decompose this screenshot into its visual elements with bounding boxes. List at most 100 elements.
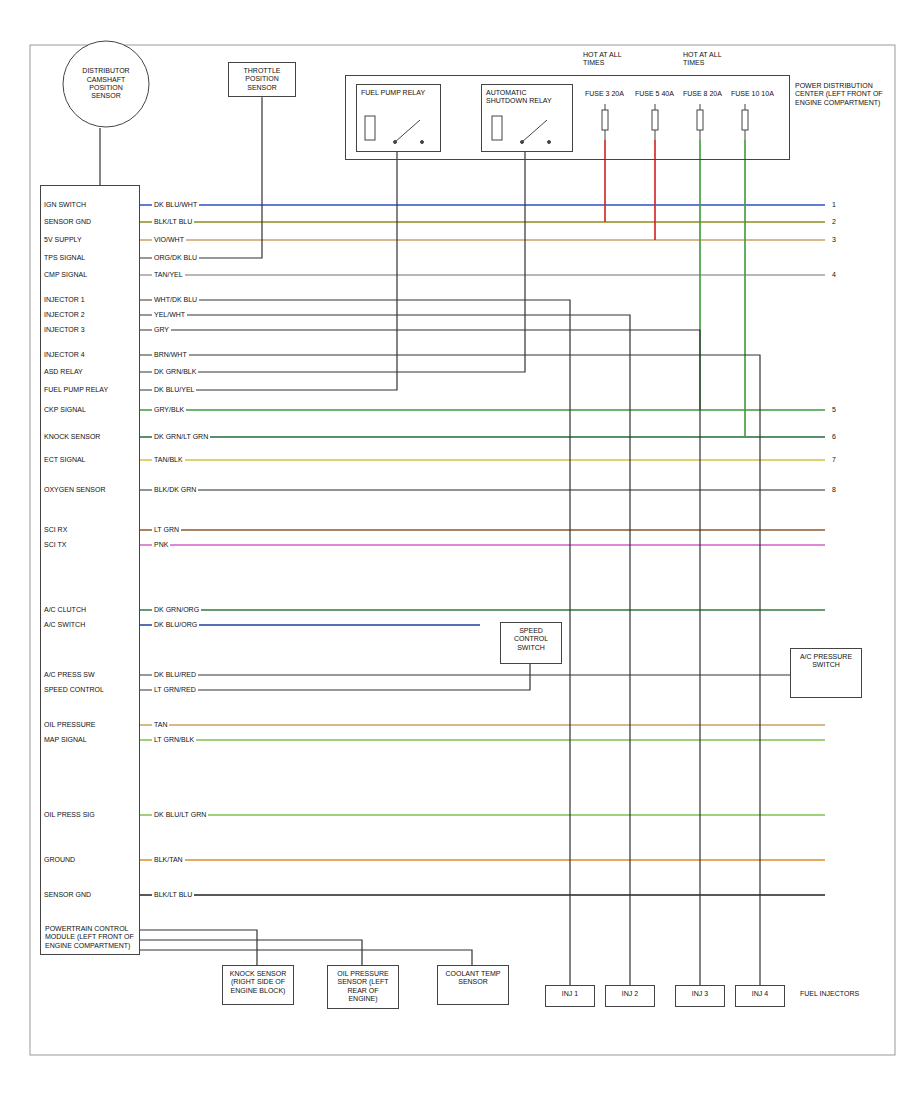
wire-color: DK BLU/LT GRN <box>152 811 208 819</box>
wire-connector <box>99 128 100 185</box>
wire-color: VIO/WHT <box>152 236 186 244</box>
wire-color: BLK/LT BLU <box>152 891 194 899</box>
pin-name: ASD RELAY <box>44 368 136 376</box>
pin-name: ECT SIGNAL <box>44 456 136 464</box>
node-label: FUEL PUMP RELAY <box>361 89 436 97</box>
injector-box: INJ 1 <box>545 985 595 1007</box>
pin-name: OXYGEN SENSOR <box>44 486 136 494</box>
pin-name: CKP SIGNAL <box>44 406 136 414</box>
wire-color: YEL/WHT <box>152 311 187 319</box>
wire-color: LT GRN/BLK <box>152 736 196 744</box>
harness-wires <box>140 140 825 895</box>
pin-name: SENSOR GND <box>44 218 136 226</box>
node-label: DISTRIBUTOR CAMSHAFT POSITION SENSOR <box>76 67 136 101</box>
wire-color: TAN <box>152 721 169 729</box>
wire-connector <box>140 940 362 965</box>
wire-color: LT GRN <box>152 526 181 534</box>
node-label: INJ 1 <box>550 990 590 998</box>
pin-name: INJECTOR 3 <box>44 326 136 334</box>
wire-color: BLK/TAN <box>152 856 185 864</box>
switch-box: A/C PRESSURE SWITCH <box>790 648 862 698</box>
wire-connector <box>140 300 570 985</box>
node-label: INJ 4 <box>740 990 780 998</box>
pin-name: KNOCK SENSOR <box>44 433 136 441</box>
node-label: A/C PRESSURE SWITCH <box>795 653 857 670</box>
pin-name: IGN SWITCH <box>44 201 136 209</box>
node-label: COOLANT TEMP SENSOR <box>442 970 504 987</box>
wire-connector <box>140 330 700 985</box>
wire-connector <box>140 152 525 372</box>
wire-color: TAN/BLK <box>152 456 185 464</box>
circuit-number: 5 <box>830 406 838 414</box>
node-label: THROTTLE POSITION SENSOR <box>233 67 291 92</box>
fuse-label: FUSE 3 20A <box>585 90 631 98</box>
fuse-label: FUSE 8 20A <box>683 90 729 98</box>
pin-name: TPS SIGNAL <box>44 254 136 262</box>
control-module: POWERTRAIN CONTROL MODULE (LEFT FRONT OF… <box>40 185 140 955</box>
circuit-number: 6 <box>830 433 838 441</box>
distributor: DISTRIBUTOR CAMSHAFT POSITION SENSOR <box>62 40 150 128</box>
pin-name: INJECTOR 2 <box>44 311 136 319</box>
relay-symbols <box>365 116 551 144</box>
wire-color: GRY <box>152 326 171 334</box>
pin-name: A/C PRESS SW <box>44 671 136 679</box>
wire-color: ORG/DK BLU <box>152 254 199 262</box>
pin-name: SCI TX <box>44 541 136 549</box>
wire-color: LT GRN/RED <box>152 686 198 694</box>
pin-name: SCI RX <box>44 526 136 534</box>
node-label: POWERTRAIN CONTROL MODULE (LEFT FRONT OF… <box>45 925 135 950</box>
wire-color: DK BLU/WHT <box>152 201 199 209</box>
pin-name: OIL PRESS SIG <box>44 811 136 819</box>
node-label: INJ 3 <box>680 990 720 998</box>
pin-name: CMP SIGNAL <box>44 271 136 279</box>
wire-color: PNK <box>152 541 170 549</box>
wire-color: BLK/LT BLU <box>152 218 194 226</box>
node-label: POWER DISTRIBUTION CENTER (LEFT FRONT OF… <box>795 82 887 107</box>
sensor-box: COOLANT TEMP SENSOR <box>437 965 509 1005</box>
wire-color: DK BLU/YEL <box>152 386 196 394</box>
switch-box: SPEED CONTROL SWITCH <box>500 622 562 664</box>
wire-connector <box>140 315 630 985</box>
pin-name: A/C SWITCH <box>44 621 136 629</box>
node-label: AUTOMATIC SHUTDOWN RELAY <box>486 89 568 106</box>
relay-box: AUTOMATIC SHUTDOWN RELAY <box>481 84 573 152</box>
node-label: SPEED CONTROL SWITCH <box>505 627 557 652</box>
wire-color: DK BLU/ORG <box>152 621 199 629</box>
wire-color: BLK/DK GRN <box>152 486 198 494</box>
wire-connector <box>140 930 257 965</box>
distributor-outline <box>62 40 150 128</box>
wire-color: DK GRN/ORG <box>152 606 201 614</box>
page-frame <box>30 45 895 1055</box>
pin-name: SENSOR GND <box>44 891 136 899</box>
sensor-box: THROTTLE POSITION SENSOR <box>228 62 296 97</box>
fuse-label: FUSE 5 40A <box>635 90 681 98</box>
wire-color: BRN/WHT <box>152 351 189 359</box>
injector-box: INJ 3 <box>675 985 725 1007</box>
circuit-number: 3 <box>830 236 838 244</box>
pin-name: INJECTOR 4 <box>44 351 136 359</box>
fuse-symbols <box>602 104 748 140</box>
sensor-box: KNOCK SENSOR (RIGHT SIDE OF ENGINE BLOCK… <box>222 965 294 1005</box>
power-center: POWER DISTRIBUTION CENTER (LEFT FRONT OF… <box>345 75 790 160</box>
pin-name: INJECTOR 1 <box>44 296 136 304</box>
wire-connector <box>140 355 760 985</box>
node-label: INJ 2 <box>610 990 650 998</box>
pin-name: A/C CLUTCH <box>44 606 136 614</box>
injector-box: INJ 4 <box>735 985 785 1007</box>
power-note: HOT AT ALL TIMES <box>683 51 731 68</box>
wire-color: WHT/DK BLU <box>152 296 199 304</box>
distributor-cap <box>63 41 149 127</box>
wire-color: DK GRN/BLK <box>152 368 198 376</box>
power-note: HOT AT ALL TIMES <box>583 51 631 68</box>
wire-color: DK BLU/RED <box>152 671 198 679</box>
wire-connector <box>140 950 472 965</box>
component-label: FUEL INJECTORS <box>800 990 870 998</box>
pin-name: 5V SUPPLY <box>44 236 136 244</box>
wire-connector <box>140 674 790 675</box>
circuit-number: 4 <box>830 271 838 279</box>
circuit-number: 2 <box>830 218 838 226</box>
fuse-label: FUSE 10 10A <box>731 90 777 98</box>
circuit-number: 1 <box>830 201 838 209</box>
